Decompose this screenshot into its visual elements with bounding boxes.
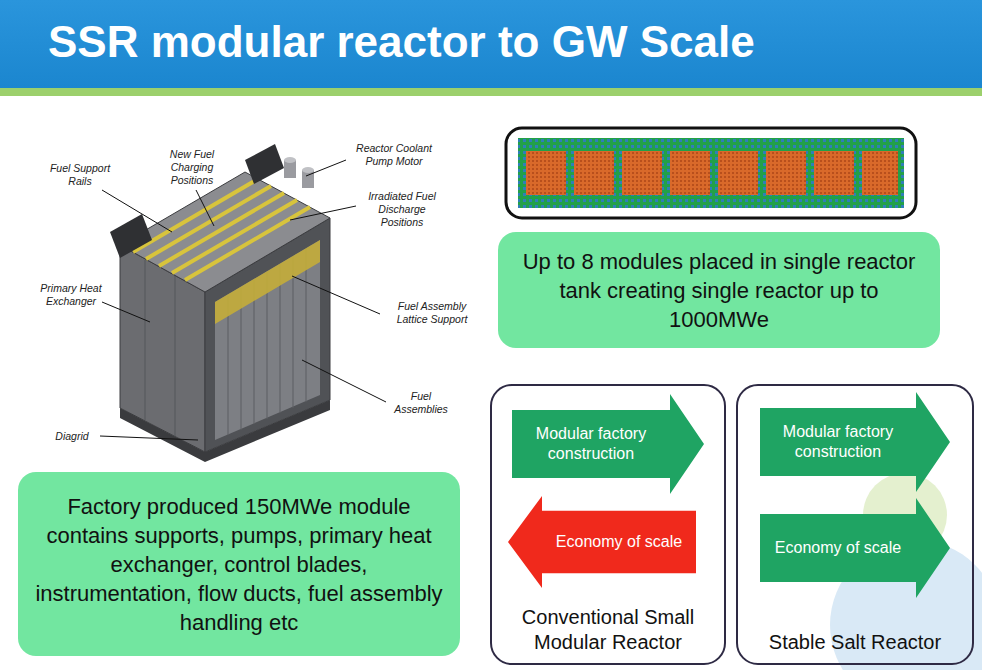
- slide-title: SSR modular reactor to GW Scale: [48, 14, 755, 70]
- arrow-fill: [508, 496, 696, 588]
- part-label: Fuel Assembly Lattice Support: [383, 300, 481, 326]
- right-arrow: Modular factory construction: [512, 394, 704, 494]
- part-label: Irradiated Fuel Discharge Positions: [358, 190, 446, 229]
- right-arrow: Economy of scale: [760, 498, 950, 598]
- arrow-shape: [760, 392, 950, 492]
- module-strip: [506, 128, 916, 218]
- right-arrow: Modular factory construction: [760, 392, 950, 492]
- part-label: Fuel Support Rails: [40, 162, 120, 188]
- arrow-text: Economy of scale: [766, 514, 910, 582]
- comparison-panel: Stable Salt Reactor Modular factory const…: [736, 384, 974, 665]
- left-arrow: Economy of scale: [508, 496, 696, 588]
- box-text: Up to 8 modules placed in single reactor…: [514, 247, 924, 334]
- part-label: Primary Heat Exchanger: [40, 282, 102, 308]
- part-label: New Fuel Charging Positions: [152, 148, 232, 187]
- comparison-panel: Conventional Small Modular Reactor Modula…: [490, 384, 726, 665]
- arrow-text: Modular factory construction: [518, 410, 664, 478]
- box-text: Factory produced 150MWe module contains …: [34, 492, 444, 637]
- title-strip: [0, 88, 982, 96]
- leader-lines: [100, 160, 386, 440]
- info-box: Factory produced 150MWe module contains …: [18, 472, 460, 656]
- arrow-fill: [512, 394, 704, 494]
- arrow-fill: [760, 498, 950, 598]
- arrow-text: Economy of scale: [548, 511, 690, 574]
- part-label: Reactor Coolant Pump Motor: [348, 142, 440, 168]
- panel-heading: Stable Salt Reactor: [742, 630, 968, 655]
- arrow-shape: [512, 394, 704, 494]
- arrow-text: Modular factory construction: [766, 408, 910, 476]
- part-label: Fuel Assemblies: [388, 390, 454, 416]
- reactor-module: [110, 144, 330, 462]
- part-label: Diagrid: [44, 430, 100, 443]
- panel-heading: Conventional Small Modular Reactor: [496, 605, 720, 655]
- arrow-fill: [760, 392, 950, 492]
- info-box: Up to 8 modules placed in single reactor…: [498, 232, 940, 348]
